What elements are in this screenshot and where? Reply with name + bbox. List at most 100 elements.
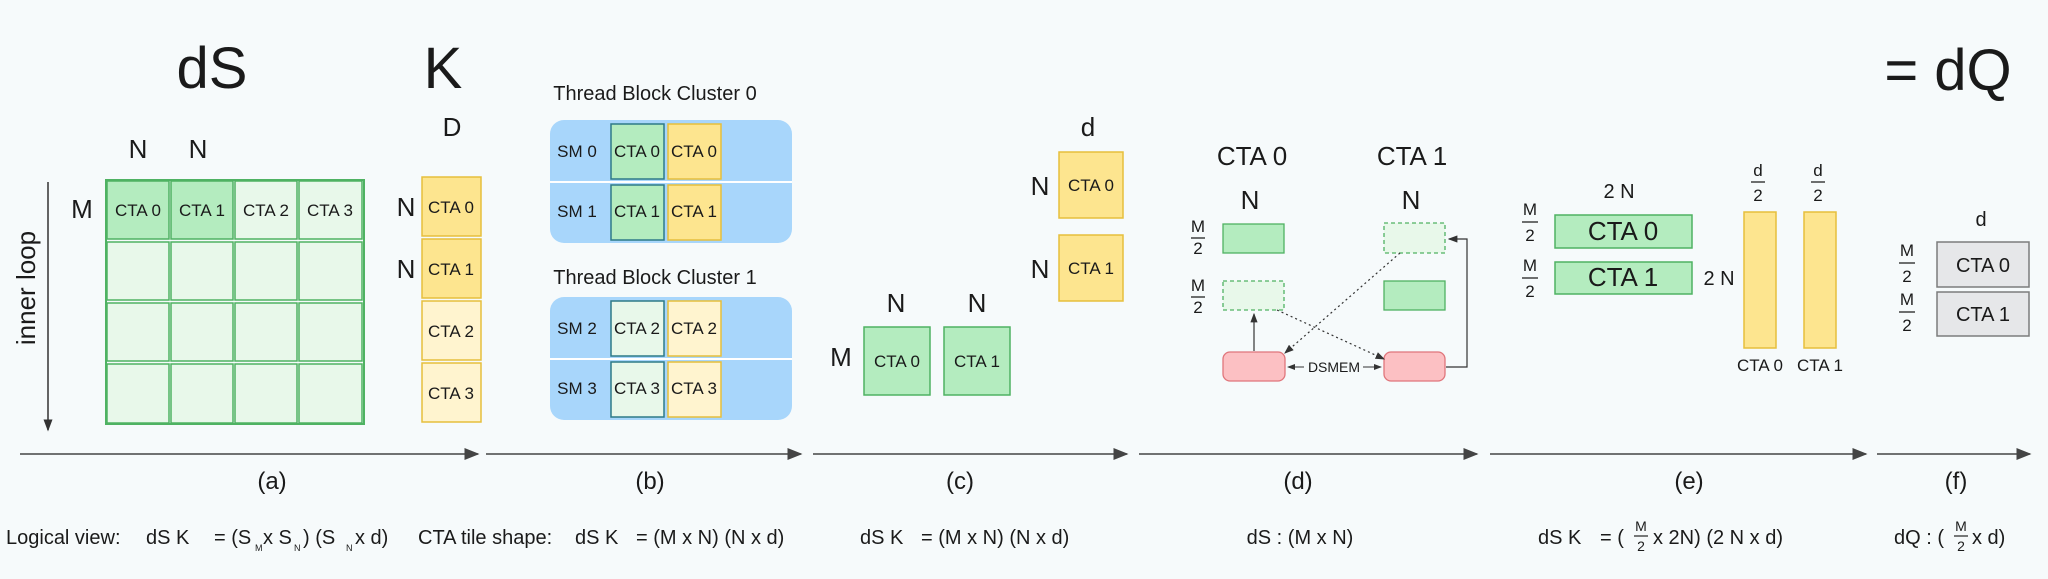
- f-tile-1: [1936, 291, 2030, 337]
- e-two-n-side: 2 N: [1703, 268, 1734, 290]
- d-cta1-title: CTA 1: [1377, 141, 1447, 171]
- e-ds-tile-1-label: CTA 1: [1588, 262, 1658, 292]
- ds-cell: [298, 302, 363, 362]
- n-label-2: N: [189, 134, 208, 164]
- e-d-num-2: d: [1813, 161, 1822, 180]
- sm-2-label: SM 2: [557, 319, 597, 338]
- k-tile-0: [421, 176, 482, 237]
- ds-grid: CTA 0 CTA 1 CTA 2 CTA 3: [105, 179, 365, 425]
- eq-f-pre: dQ : (: [1894, 527, 1944, 549]
- c-n-label-1: N: [887, 288, 906, 318]
- f-frac-den-2: 2: [1902, 316, 1911, 335]
- e-k-tile-0-label: CTA 0: [1737, 356, 1783, 375]
- eq-b-rhs: = (M x N) (N x d): [636, 527, 784, 549]
- e-k-tile-0: [1743, 211, 1777, 349]
- caption-d: (d): [1283, 468, 1312, 495]
- k-tile-0-label: CTA 0: [428, 198, 474, 217]
- cluster1-k-cta3: [667, 361, 722, 418]
- d-frac-den-2: 2: [1193, 298, 1202, 317]
- title-dq: = dQ: [1884, 38, 2011, 103]
- cluster-1-title: Thread Block Cluster 1: [553, 267, 756, 289]
- d-label: D: [443, 112, 462, 142]
- cluster1-ds-cta2: [610, 300, 665, 357]
- panel-c: d N N CTA 0 CTA 1 N N M CTA 0 CTA 1: [830, 112, 1124, 396]
- ds-tile-0-label: CTA 0: [115, 201, 161, 220]
- d-frac-num-1: M: [1191, 217, 1205, 236]
- k-n-label-2: N: [397, 254, 416, 284]
- k-tile-2: [421, 300, 482, 361]
- eq-c-rhs: = (M x N) (N x d): [921, 527, 1069, 549]
- d-cta1-bottom-tile: [1383, 280, 1446, 311]
- d-cta1-loop-arrow: [1446, 235, 1468, 368]
- caption-e: (e): [1674, 468, 1703, 495]
- d-dotted-arrow-left: [1284, 252, 1401, 354]
- d-cta0-smem: [1222, 351, 1286, 382]
- title-ds: dS: [177, 36, 248, 101]
- f-frac-num-1: M: [1900, 241, 1914, 260]
- ds-tile-2-label: CTA 2: [243, 201, 289, 220]
- panel-e: 2 N M 2 M 2 CTA 0 CTA 1 2 N d 2 d 2 CTA …: [1522, 161, 1843, 375]
- captions: (a) (b) (c) (d) (e) (f): [257, 468, 1967, 495]
- cluster0-ds-cta0-label: CTA 0: [614, 142, 660, 161]
- c-ds-tile-0-label: CTA 0: [874, 352, 920, 371]
- e-frac-den-2: 2: [1525, 282, 1534, 301]
- e-ds-tile-1: [1554, 261, 1693, 295]
- ds-tile-2: [234, 180, 298, 240]
- d-frac-den-1: 2: [1193, 239, 1202, 258]
- ds-cell: [170, 302, 234, 362]
- c-ds-tile-1: [943, 326, 1011, 396]
- title-k: K: [424, 36, 463, 101]
- eq-a-sub-m: M: [255, 543, 263, 553]
- ds-cell: [170, 363, 234, 424]
- cluster1-k-cta2: [667, 300, 722, 357]
- eq-b-dsk: dS K: [575, 527, 619, 549]
- dsmem-label: DSMEM: [1308, 359, 1360, 375]
- e-ds-tile-0-label: CTA 0: [1588, 216, 1658, 246]
- d-cta1-top-tile: [1383, 222, 1446, 254]
- ds-cell: [298, 241, 363, 301]
- eq-e-frac-num: M: [1635, 518, 1647, 534]
- c-k-tile-0-label: CTA 0: [1068, 176, 1114, 195]
- cluster0-k-cta0: [667, 123, 722, 180]
- ds-cell: [106, 302, 170, 362]
- e-frac-den-1: 2: [1525, 226, 1534, 245]
- m-label: M: [71, 194, 93, 224]
- k-tile-3: [421, 362, 482, 423]
- eq-a-close: ) (S: [303, 527, 335, 549]
- c-k-n-label-2: N: [1031, 254, 1050, 284]
- logical-view-label: Logical view:: [6, 527, 121, 549]
- ds-tile-1: [170, 180, 234, 240]
- sm-0-label: SM 0: [557, 142, 597, 161]
- f-d-label: d: [1975, 209, 1986, 231]
- cluster0-ds-cta1-label: CTA 1: [614, 202, 660, 221]
- cluster0-k-cta1-label: CTA 1: [671, 202, 717, 221]
- k-tile-1-label: CTA 1: [428, 260, 474, 279]
- ds-cell: [234, 302, 298, 362]
- eq-e-post: x 2N) (2 N x d): [1653, 527, 1783, 549]
- caption-f: (f): [1945, 468, 1968, 495]
- cluster1-ds-cta3: [610, 361, 665, 418]
- caption-b: (b): [635, 468, 664, 495]
- equations: Logical view: dS K = (S M x S N ) (S N x…: [6, 518, 2005, 554]
- panel-b: Thread Block Cluster 0 SM 0 CTA 0 CTA 0 …: [550, 83, 792, 420]
- ds-grid-border: [105, 179, 365, 425]
- d-n-label-2: N: [1402, 185, 1421, 215]
- f-tile-1-label: CTA 1: [1956, 304, 2010, 326]
- c-k-tile-1-label: CTA 1: [1068, 259, 1114, 278]
- ds-cell: [298, 363, 363, 424]
- c-k-n-label-1: N: [1031, 171, 1050, 201]
- k-tile-1: [421, 238, 482, 299]
- e-d-den-2: 2: [1813, 186, 1822, 205]
- k-tile-2-label: CTA 2: [428, 322, 474, 341]
- d-cta0-bottom-tile: [1222, 280, 1285, 311]
- eq-a-end: x d): [355, 527, 388, 549]
- eq-e-frac-den: 2: [1637, 538, 1645, 554]
- d-frac-num-2: M: [1191, 276, 1205, 295]
- k-tile-3-label: CTA 3: [428, 384, 474, 403]
- k-n-label-1: N: [397, 192, 416, 222]
- panel-d: CTA 0 CTA 1 N N M 2 M 2 DSMEM: [1191, 141, 1468, 382]
- c-ds-tile-0: [863, 326, 931, 396]
- cluster0-ds-cta0: [610, 123, 665, 180]
- e-ds-tile-0: [1554, 214, 1693, 249]
- eq-a-sub-n2: N: [346, 543, 353, 553]
